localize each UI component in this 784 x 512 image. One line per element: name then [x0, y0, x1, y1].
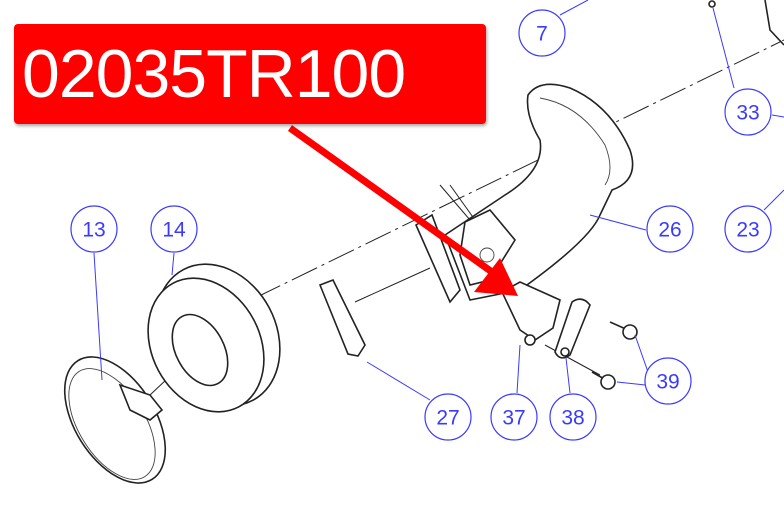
part-37-map-sensor[interactable] [500, 281, 561, 346]
callout-13[interactable]: 13 [70, 205, 118, 253]
callout-14[interactable]: 14 [150, 205, 198, 253]
part-13-filter-cover[interactable] [44, 339, 186, 500]
callout-38[interactable]: 38 [549, 393, 597, 441]
callout-39[interactable]: 39 [644, 357, 692, 405]
pointer-arrow [287, 125, 518, 296]
svg-text:14: 14 [162, 219, 186, 242]
svg-text:27: 27 [436, 407, 459, 430]
svg-text:33: 33 [736, 102, 759, 125]
svg-text:13: 13 [82, 219, 105, 242]
callout-7[interactable]: 7 [518, 9, 566, 57]
part-27-sensor[interactable] [318, 278, 366, 357]
svg-text:39: 39 [656, 371, 679, 394]
callout-26[interactable]: 26 [646, 205, 694, 253]
svg-text:38: 38 [561, 407, 584, 430]
callout-33[interactable]: 33 [724, 88, 772, 136]
axis-line-bracket [544, 344, 601, 376]
svg-text:26: 26 [658, 219, 681, 242]
part-38-bracket[interactable] [554, 298, 591, 359]
callout-23[interactable]: 23 [724, 205, 772, 253]
assembly-axis [254, 39, 784, 299]
callout-27[interactable]: 27 [424, 393, 472, 441]
svg-text:7: 7 [536, 23, 548, 46]
axis-line-lower [354, 267, 431, 303]
part-39-screws[interactable] [591, 321, 638, 390]
part-number-label: 02035TR100 [14, 24, 486, 124]
part-14-seal-ring[interactable] [125, 242, 303, 432]
svg-text:37: 37 [502, 407, 525, 430]
part-23-housing-fragment [708, 0, 784, 46]
svg-text:23: 23 [736, 219, 759, 242]
callout-37[interactable]: 37 [490, 393, 538, 441]
